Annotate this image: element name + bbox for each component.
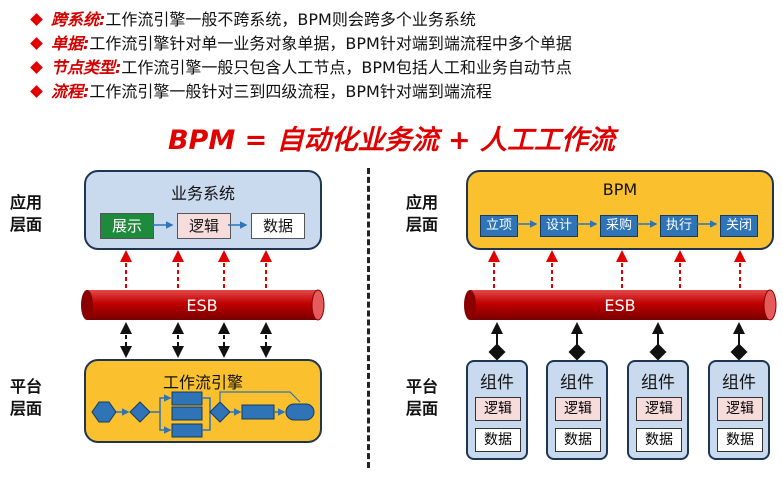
business-system-title: 业务系统 (170, 184, 235, 203)
workflow-flowchart (91, 391, 315, 438)
bullet-term: 节点类型: (51, 58, 122, 77)
bpm-formula-heading: BPM = 自动化业务流 + 人工工作流 (167, 125, 616, 156)
stage-design: 设计 (540, 215, 578, 237)
bullet-item: 节点类型:工作流引擎一般只包含人工节点，BPM包括人工和业务自动节点 (30, 56, 572, 80)
bullet-item: 跨系统:工作流引擎一般不跨系统，BPM则会跨多个业务系统 (30, 8, 572, 32)
app-esb-connectors-right (488, 250, 746, 288)
bullet-term: 跨系统: (51, 10, 106, 29)
bullet-text: 工作流引擎针对单一业务对象单据，BPM针对端到端流程中多个单据 (89, 34, 572, 53)
component-box: 组件 逻辑 数据 (708, 360, 770, 460)
app-esb-connectors-left (120, 250, 272, 288)
logic-module: 逻辑 (177, 213, 231, 239)
bpm-title: BPM (602, 180, 638, 199)
component-data: 数据 (475, 428, 521, 452)
component-data: 数据 (636, 428, 682, 452)
bullet-item: 流程:工作流引擎一般针对三到四级流程，BPM针对端到端流程 (30, 80, 572, 104)
bullet-term: 流程: (51, 82, 90, 101)
layer-label-line: 层面 (9, 215, 42, 234)
business-system-box: 业务系统 展示 逻辑 数据 (84, 170, 322, 250)
bullet-text: 工作流引擎一般不跨系统，BPM则会跨多个业务系统 (105, 10, 476, 29)
component-data: 数据 (717, 428, 763, 452)
layer-label-line: 平台 (9, 377, 42, 396)
display-module: 展示 (100, 213, 154, 239)
layer-label-line: 平台 (405, 377, 438, 396)
platform-layer-label-left: 平台层面 (6, 376, 46, 420)
bullet-term: 单据: (51, 34, 90, 53)
esb-pipe-right: ESB (464, 289, 777, 321)
stage-close: 关闭 (720, 215, 758, 237)
esb-label-right: ESB (604, 296, 635, 315)
app-layer-label-right: 应用层面 (402, 192, 442, 236)
esb-pipe-left: ESB (81, 289, 325, 321)
esb-component-connectors-right (488, 322, 748, 361)
component-data: 数据 (555, 428, 601, 452)
component-logic: 逻辑 (636, 397, 682, 421)
stage-execution: 执行 (660, 215, 698, 237)
layer-label-line: 应用 (405, 193, 438, 212)
component-logic: 逻辑 (555, 397, 601, 421)
bpm-box: BPM 立项 设计 采购 执行 关闭 (466, 170, 774, 250)
component-title: 组件 (722, 373, 756, 393)
stage-procurement: 采购 (600, 215, 638, 237)
layer-label-line: 应用 (9, 193, 42, 212)
layer-label-line: 层面 (405, 399, 438, 418)
bullet-text: 工作流引擎一般只包含人工节点，BPM包括人工和业务自动节点 (121, 58, 572, 77)
component-box: 组件 逻辑 数据 (546, 360, 608, 460)
component-logic: 逻辑 (475, 397, 521, 421)
data-module: 数据 (251, 213, 305, 239)
stage-initiation: 立项 (480, 215, 518, 237)
platform-layer-label-right: 平台层面 (402, 376, 442, 420)
bullet-text: 工作流引擎一般针对三到四级流程，BPM针对端到端流程 (89, 82, 492, 101)
esb-label-left: ESB (186, 296, 217, 315)
app-layer-label-left: 应用层面 (6, 192, 46, 236)
workflow-engine-title: 工作流引擎 (162, 373, 243, 392)
bullet-item: 单据:工作流引擎针对单一业务对象单据，BPM针对端到端流程中多个单据 (30, 32, 572, 56)
layer-label-line: 层面 (405, 215, 438, 234)
component-title: 组件 (480, 373, 514, 393)
center-divider (367, 168, 370, 468)
component-logic: 逻辑 (717, 397, 763, 421)
workflow-engine-box: 工作流引擎 (84, 359, 322, 443)
component-title: 组件 (641, 373, 675, 393)
component-box: 组件 逻辑 数据 (466, 360, 528, 460)
component-title: 组件 (560, 373, 594, 393)
esb-engine-connectors-left (120, 322, 272, 358)
bullet-list: 跨系统:工作流引擎一般不跨系统，BPM则会跨多个业务系统 单据:工作流引擎针对单… (30, 8, 572, 104)
component-box: 组件 逻辑 数据 (627, 360, 689, 460)
layer-label-line: 层面 (9, 399, 42, 418)
